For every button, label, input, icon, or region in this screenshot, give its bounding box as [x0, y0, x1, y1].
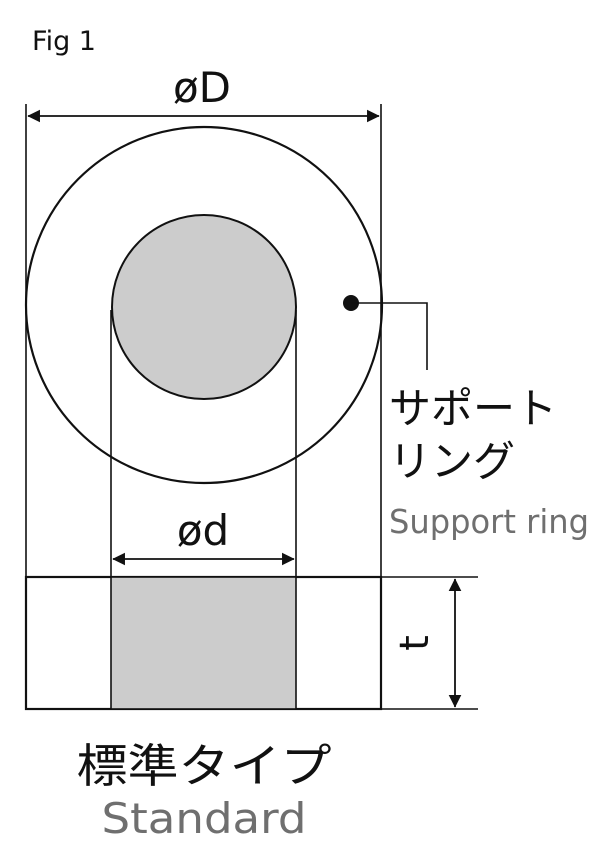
type-label-jp: 標準タイプ	[77, 739, 332, 793]
side-view-core-section	[110, 576, 297, 710]
support-ring-label-en: Support ring	[389, 502, 589, 541]
inner-core-disc	[111, 214, 297, 400]
od-dimension-label: øD	[173, 63, 231, 112]
id-dimension-label: ød	[177, 506, 229, 555]
support-ring-label-jp-line1: サポート	[389, 384, 557, 433]
t-dimension-label: t	[392, 635, 438, 651]
type-label-en: Standard	[102, 794, 307, 843]
callout-leader-line	[351, 302, 428, 370]
support-ring-label-jp-line2: リング	[389, 437, 515, 486]
figure-label: Fig 1	[32, 26, 96, 57]
